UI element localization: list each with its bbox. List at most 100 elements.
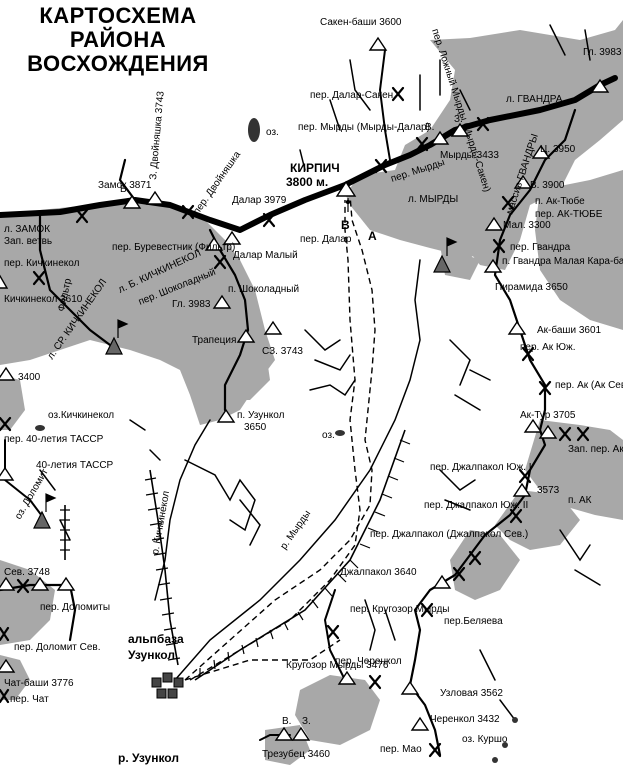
label-gl-3983-mid: Гл. 3983 bbox=[172, 299, 211, 310]
label-mal-3300: Мал. 3300 bbox=[503, 220, 551, 231]
label-tassr-pass: пер. 40-летия ТАССР bbox=[4, 434, 104, 445]
hut-4 bbox=[156, 688, 167, 699]
pass-ak-sev bbox=[538, 380, 552, 396]
peak-sz bbox=[263, 320, 283, 335]
label-dzhalpakol: Джалпакол 3640 bbox=[340, 567, 417, 578]
peak-kirpich bbox=[335, 180, 357, 197]
pass-belyaeva bbox=[420, 602, 434, 618]
label-myrdy-dalar: пер. Мырды (Мырды-Далар) bbox=[298, 122, 430, 133]
stream-7 bbox=[419, 59, 471, 111]
peak-markers-dark bbox=[33, 254, 451, 529]
label-gvandra-pass: пер. Гвандра bbox=[510, 242, 571, 253]
ridge-krugozor bbox=[324, 589, 346, 681]
stream-11 bbox=[479, 649, 516, 721]
peak-chat-bashi bbox=[0, 658, 16, 673]
pass-dzhalpakol-yuzh1 bbox=[518, 468, 532, 484]
peak-zamok-v bbox=[122, 194, 142, 209]
peak-trapeciya bbox=[236, 328, 256, 343]
label-uzlovaya: Узловая 3562 bbox=[440, 688, 503, 699]
pass-lozhny-myrdy bbox=[476, 116, 490, 132]
peak-saken-bashi bbox=[368, 36, 388, 51]
ridge-tassr bbox=[4, 439, 46, 521]
peak-sev-3748-b bbox=[30, 576, 50, 591]
label-trezubec-v: В. bbox=[282, 716, 291, 727]
peak-3748-c bbox=[56, 576, 76, 591]
peak-gvandra-flag bbox=[433, 254, 451, 273]
peak-trezubec-z bbox=[291, 726, 311, 741]
stream-1 bbox=[304, 329, 356, 397]
label-burevestnik: пер. Буревестник (Фильтр) bbox=[112, 242, 235, 253]
peak-trezubec-v bbox=[274, 726, 294, 741]
flag-markers bbox=[45, 198, 458, 512]
label-myrdy-z: З. bbox=[454, 114, 463, 125]
label-oz-dolomit: оз. Доломит bbox=[13, 467, 51, 522]
map-title-line2: РАЙОНА bbox=[69, 27, 167, 52]
label-trapeciya: Трапеция bbox=[192, 335, 236, 346]
glacier-krugozor bbox=[295, 675, 380, 745]
pass-dalar-saken bbox=[391, 86, 405, 102]
pass-ak-yuzh bbox=[521, 346, 535, 362]
pass-shokoladny bbox=[213, 254, 227, 270]
label-dalar-pass: пер. Далар bbox=[300, 234, 352, 245]
label-r-myrdy: р. Мырды bbox=[278, 509, 313, 552]
peak-dalar-3979 bbox=[204, 236, 224, 251]
peak-uzlovaya bbox=[400, 680, 420, 695]
peak-kara-bashi bbox=[483, 258, 503, 273]
label-zamok-glacier: л. ЗАМОК bbox=[4, 224, 50, 235]
label-zamok: Замок 3871 bbox=[98, 180, 152, 191]
pass-krugozor bbox=[326, 624, 340, 640]
pass-ak-tyube bbox=[501, 195, 515, 211]
label-myrdy-glacier: л. МЫРДЫ bbox=[408, 194, 458, 205]
label-ozero-mid: оз. bbox=[322, 430, 335, 441]
pass-dzhalpakol-yuzh2 bbox=[509, 508, 523, 524]
label-ak-yuzh: пер. Ак Юж. bbox=[520, 342, 576, 353]
alpbaza-huts bbox=[151, 672, 184, 699]
stream-12 bbox=[129, 419, 161, 461]
peak-krugozor bbox=[337, 670, 357, 685]
peak-3400 bbox=[0, 366, 16, 381]
peak-sev-3748 bbox=[0, 576, 16, 591]
peak-sr-kichkinekol bbox=[105, 336, 123, 355]
label-kirpich: КИРПИЧ bbox=[290, 161, 340, 175]
label-uzunkol-alt: 3650 bbox=[244, 422, 267, 433]
label-dzhalpakol-sev: пер. Джалпакол (Джалпакол Сев.) bbox=[370, 529, 528, 540]
label-r-kichkinekol: р. Кичкинекол bbox=[150, 490, 172, 556]
pass-dzhalpakol-sev bbox=[468, 550, 482, 566]
pass-ak-tur-vost bbox=[558, 426, 572, 442]
peak-myrdy-z bbox=[450, 122, 470, 137]
pass-markers bbox=[0, 86, 590, 758]
lake-kurshe-3 bbox=[492, 757, 498, 763]
label-p-ak: п. АК bbox=[568, 495, 592, 506]
label-kara-bashi: п. Гвандра Малая Кара-баши 3489 bbox=[502, 255, 623, 267]
lake-kichkinekol bbox=[35, 425, 45, 431]
peak-c-3950 bbox=[531, 144, 551, 159]
pass-burevestnik bbox=[75, 208, 89, 224]
hut-3 bbox=[173, 677, 184, 688]
hut-2 bbox=[162, 672, 173, 683]
lake-kurshe-2 bbox=[502, 742, 508, 748]
flag-kirpich-b-dot bbox=[345, 199, 351, 205]
pass-dalar bbox=[262, 212, 276, 228]
map-title-line3: ВОСХОЖДЕНИЯ bbox=[27, 51, 209, 76]
ridge-kichkinekol-west bbox=[38, 213, 112, 347]
lake-top bbox=[248, 118, 260, 142]
label-dvoynishka: З. Двойняшка 3743 bbox=[148, 90, 167, 180]
river-uzunkol bbox=[174, 259, 421, 681]
glacier-3400 bbox=[0, 375, 25, 430]
hut-5 bbox=[167, 688, 178, 699]
pass-myrdy bbox=[374, 158, 388, 174]
stream-2 bbox=[184, 459, 261, 546]
pass-dzhalpakol-sev-b bbox=[452, 566, 466, 582]
label-sz-3743: СЗ. 3743 bbox=[262, 346, 303, 357]
label-chat: пер. Чат bbox=[10, 694, 49, 705]
label-dolomity: пер. Доломиты bbox=[40, 602, 110, 613]
label-ak-tur-vost: Зап. пер. Ак-Тур Вост. bbox=[568, 444, 623, 455]
ridge-kichkinekol-south bbox=[208, 228, 250, 412]
label-kichkinekol-pass: пер. Кичкинекол bbox=[4, 258, 80, 269]
label-ak-tyube-pass: пер. АК-ТЮБЕ bbox=[535, 209, 603, 220]
label-dalar-maly: Далар Малый bbox=[233, 250, 298, 261]
peak-tassr bbox=[0, 466, 15, 481]
peak-mal-3300 bbox=[484, 216, 504, 231]
glacier-ak-tyube bbox=[535, 170, 623, 330]
label-trezubec: Трезубец 3460 bbox=[262, 748, 330, 760]
